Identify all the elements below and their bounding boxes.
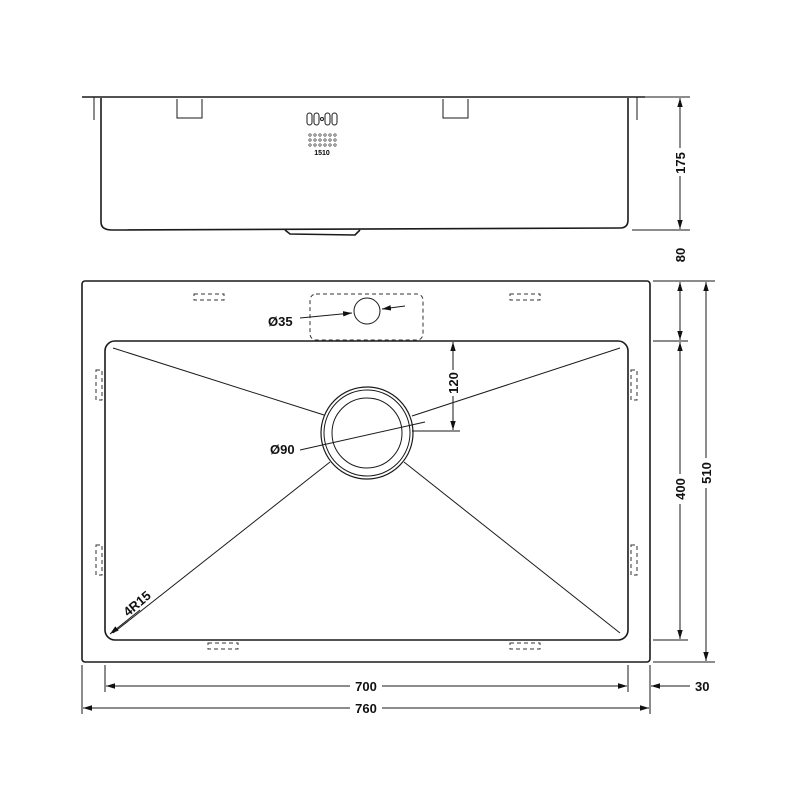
drain-bump [284, 229, 361, 236]
overall-width-label: 760 [355, 701, 377, 716]
bowl-depth-label: 400 [673, 478, 688, 500]
slope-line [112, 461, 331, 634]
overall-depth-label: 510 [699, 462, 714, 484]
inner-bowl [104, 340, 629, 641]
flange-side-label: 30 [695, 679, 709, 694]
drain-outer-ring [320, 386, 414, 480]
tap-hole [353, 297, 381, 325]
drain-diameter-line [299, 421, 426, 451]
tap-arrow [299, 311, 353, 319]
drain-hole [331, 397, 403, 469]
mounting-clips [95, 293, 638, 650]
strainer-dots-icon [308, 133, 337, 147]
side-view: 1510 175 80 [82, 96, 690, 262]
overflow-icon [306, 112, 338, 126]
tap-hole-area [309, 293, 424, 341]
overflow-label: 1510 [314, 150, 330, 157]
tap-hole-label: Ø35 [268, 314, 293, 329]
drain-label: Ø90 [270, 442, 295, 457]
slope-line [411, 347, 621, 417]
drain-offset-label: 120 [446, 372, 461, 394]
mounting-clips-side [176, 99, 469, 119]
radius-leader [109, 609, 141, 635]
drain-depth-label: 80 [673, 248, 688, 262]
bowl-side-profile [100, 98, 629, 231]
bowl-width-label: 700 [355, 679, 377, 694]
drain-ring [323, 389, 411, 477]
slope-line [403, 461, 621, 634]
height-label: 175 [673, 152, 688, 174]
slope-line [112, 347, 325, 416]
outer-flange [81, 280, 651, 663]
top-view: Ø90 120 Ø35 4R15 400 510 700 [81, 280, 715, 716]
tap-arrow [381, 305, 406, 311]
